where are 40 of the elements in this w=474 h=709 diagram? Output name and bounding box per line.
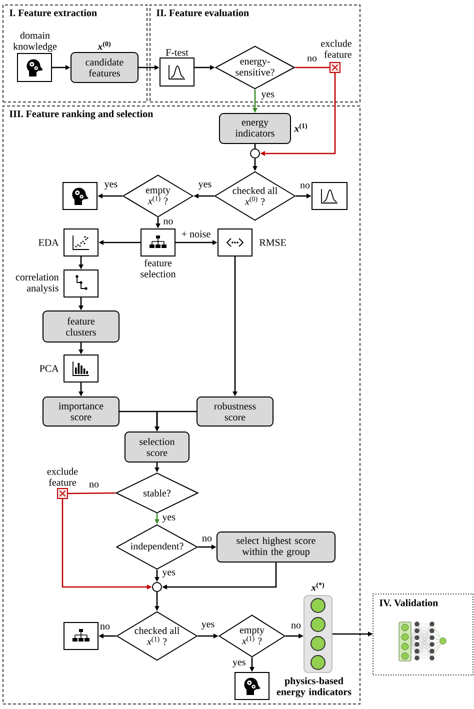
edge-label: no	[88, 482, 100, 488]
math-label: x$^{(0)}$	[98, 41, 111, 50]
process-box: importance score	[42, 396, 120, 426]
edge-label: no	[162, 218, 174, 226]
section-panel: IV. Validation	[372, 594, 474, 676]
node-label: domain knowledge	[13, 32, 57, 52]
edge-label: yes	[161, 570, 177, 578]
edge-label: yes	[161, 514, 177, 524]
edge-label: yes	[260, 92, 276, 100]
edge-label: + noise	[180, 230, 212, 238]
node-label: PCA	[40, 365, 59, 372]
node-label: RMSE	[259, 239, 286, 246]
edge-label: no	[201, 536, 213, 542]
edge-label: no	[299, 182, 311, 190]
process-box: candidate features	[70, 52, 138, 83]
node-label: F-test	[166, 49, 188, 56]
process-box: selection score	[124, 432, 190, 462]
node-label: physics-based energy indicators	[276, 677, 352, 698]
node-label: exclude feature	[321, 40, 352, 58]
node-label: correlation analysis	[16, 273, 59, 294]
process-box: feature clusters	[42, 310, 120, 342]
math-label: x$^{(1)}$	[294, 123, 308, 132]
edge-label: no	[290, 622, 302, 630]
edge-label: yes	[231, 660, 247, 668]
process-box: select highest score within the group	[216, 532, 336, 562]
edge-label: yes	[103, 182, 119, 190]
math-label: x$^{(*)}$	[311, 582, 324, 591]
edge-label: yes	[197, 182, 213, 190]
junction-circle	[152, 582, 162, 592]
connector-line	[68, 492, 116, 494]
node-label: feature selection	[140, 259, 176, 278]
connector-line	[254, 144, 256, 148]
process-box: energy indicators	[219, 113, 291, 144]
process-box: robustness score	[196, 396, 274, 426]
edge-label: no	[99, 624, 111, 630]
edge-label: no	[306, 56, 318, 62]
node-label: EDA	[38, 239, 59, 246]
connector-line	[295, 66, 330, 68]
edge-label: yes	[200, 622, 216, 630]
node-label: exclude feature	[47, 468, 78, 486]
